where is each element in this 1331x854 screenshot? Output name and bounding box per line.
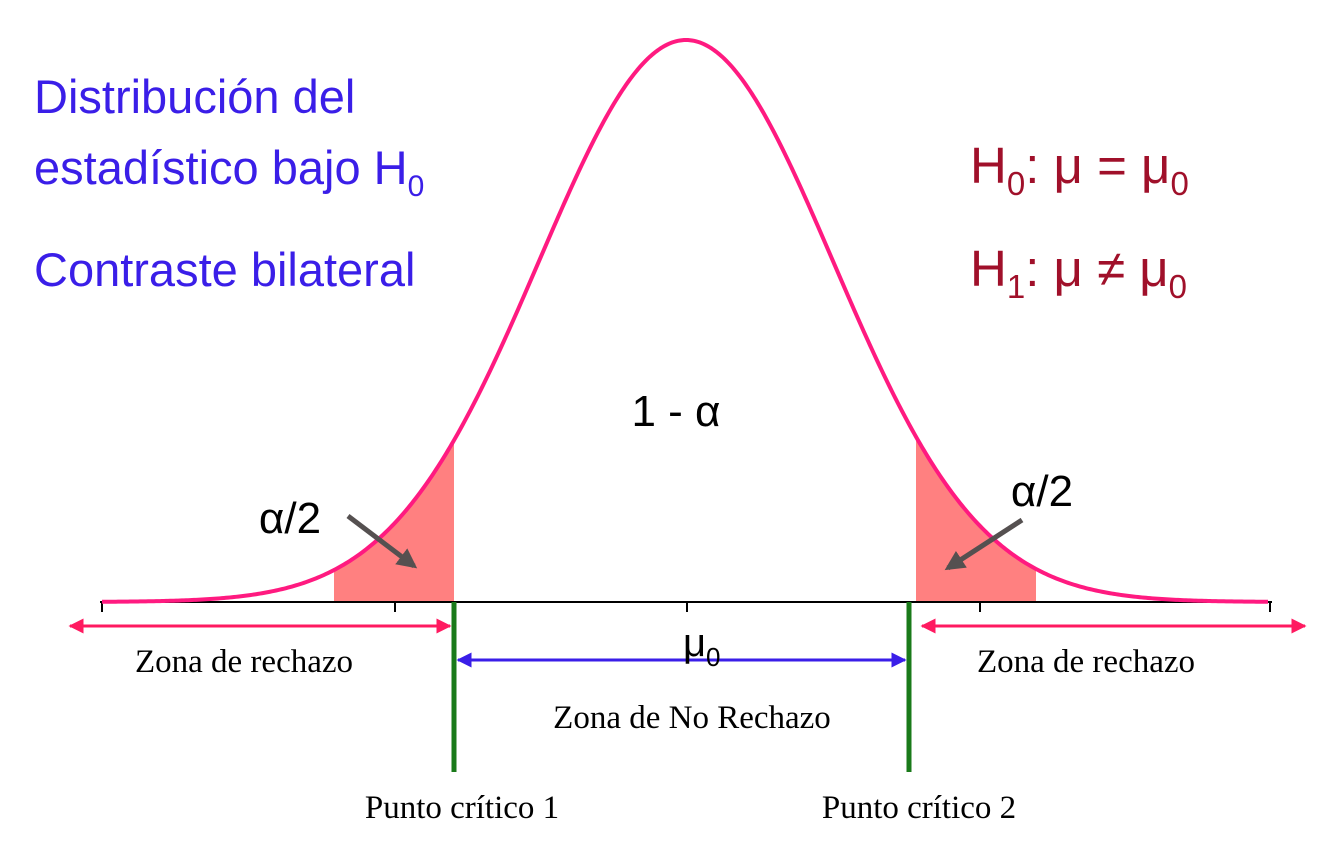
left-rejection-tail-area (334, 440, 454, 602)
title-line-3: Contraste bilateral (34, 243, 415, 296)
mu-zero-letter: μ (683, 621, 706, 665)
null-hypothesis-text: : μ = μ (1025, 137, 1170, 194)
reject-zone-left-label: Zona de rechazo (135, 644, 353, 680)
title-line-1: Distribución del (34, 70, 355, 123)
critical-point-1-label: Punto crítico 1 (365, 790, 559, 826)
left-tail-label: α/2 (259, 494, 321, 543)
null-hypothesis-subscript: 0 (1007, 165, 1025, 202)
alternative-hypothesis: H1: μ ≠ μ0 (970, 240, 1187, 305)
no-reject-zone-label: Zona de No Rechazo (553, 700, 831, 736)
normal-density-curve (101, 38, 1269, 604)
alternative-hypothesis-subscript: 1 (1007, 268, 1025, 305)
alternative-hypothesis-text: : μ ≠ μ (1025, 240, 1168, 297)
null-hypothesis-text-subscript: 0 (1170, 165, 1188, 202)
null-hypothesis: H0: μ = μ0 (970, 137, 1189, 202)
right-tail-label: α/2 (1011, 467, 1073, 516)
alternative-hypothesis-text-subscript: 0 (1169, 268, 1187, 305)
left-tail-pointer (346, 514, 418, 569)
title-line-2-text: estadístico bajo H (34, 141, 408, 194)
center-area-label: 1 - α (631, 387, 720, 436)
title-line-2-subscript: 0 (408, 170, 425, 203)
title-line-2: estadístico bajo H0 (34, 141, 424, 203)
mu-zero-subscript: 0 (706, 642, 720, 672)
null-hypothesis-letter: H (970, 137, 1007, 194)
alternative-hypothesis-letter: H (970, 240, 1007, 297)
right-tail-pointer (944, 517, 1024, 571)
reject-zone-right-label: Zona de rechazo (977, 644, 1195, 680)
mu-zero-label: μ0 (683, 621, 721, 672)
critical-point-2-label: Punto crítico 2 (822, 790, 1016, 826)
